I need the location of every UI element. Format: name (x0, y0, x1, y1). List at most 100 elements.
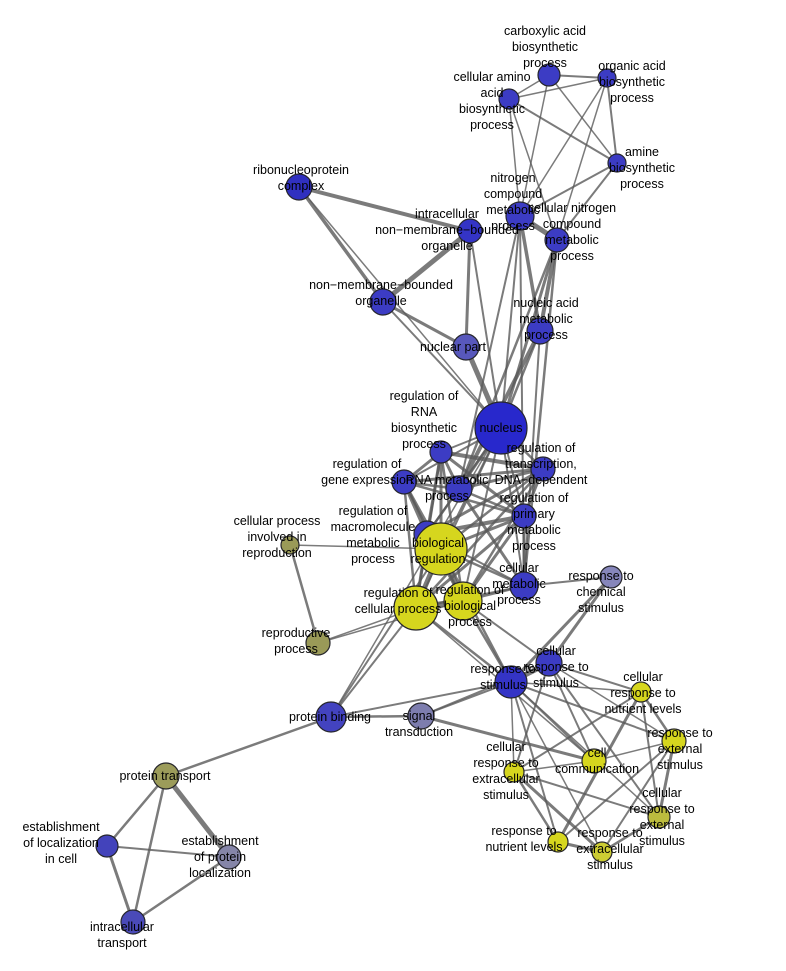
edge-rrb-rtx (439, 450, 545, 471)
edge-cre-rxc (512, 770, 604, 854)
edge-pbd-rst (330, 681, 512, 718)
edge-carb-ami (548, 74, 618, 164)
edge-ami-nit (519, 162, 618, 217)
node-biological-regulation[interactable] (414, 522, 468, 576)
edge-cpr-rpp (288, 543, 320, 645)
node-cellular-amino-acid-biosynthetic-process[interactable] (498, 88, 520, 110)
node-response-to-stimulus[interactable] (494, 665, 528, 699)
node-regulation-of-primary-metabolic-process[interactable] (511, 503, 537, 529)
edge-org-nit (519, 77, 608, 217)
node-carboxylic-acid-biosynthetic-process[interactable] (537, 63, 561, 87)
node-response-to-chemical-stimulus[interactable] (599, 565, 623, 589)
node-cellular-response-to-stimulus[interactable] (535, 649, 563, 677)
node-cellular-nitrogen-compound-metabolic-process[interactable] (544, 227, 570, 253)
node-regulation-of-biological-process[interactable] (443, 581, 483, 621)
label-protein-binding: protein binding (289, 710, 371, 724)
edge-nmb-npart (381, 300, 468, 349)
edge-cnc-nam (538, 238, 559, 333)
edge-ribo-nucleus (298, 186, 502, 429)
edge-pbd-rcp (330, 607, 417, 718)
node-response-to-extracellular-stimulus[interactable] (591, 841, 613, 863)
edge-rex-rxc (601, 740, 675, 853)
node-cell-communication[interactable] (581, 748, 607, 774)
edge-crs-rch (547, 575, 613, 665)
node-protein-binding[interactable] (315, 701, 347, 733)
node-signal-transduction[interactable] (407, 702, 435, 730)
node-response-to-nutrient-levels[interactable] (547, 831, 569, 853)
edge-pbd-bre (330, 548, 442, 718)
edge-rex-rnl (557, 740, 675, 843)
node-regulation-of-rna-biosynthetic-process[interactable] (429, 440, 453, 464)
node-organic-acid-biosynthetic-process[interactable] (597, 68, 617, 88)
node-regulation-of-gene-expression[interactable] (391, 469, 417, 495)
node-establishment-of-protein-localization[interactable] (216, 844, 242, 870)
edge-nit-rnam (458, 215, 521, 490)
edge-pbd-ptr (164, 715, 333, 778)
node-nitrogen-compound-metabolic-process[interactable] (505, 201, 535, 231)
node-regulation-of-cellular-process[interactable] (393, 585, 439, 631)
edge-carb-nit (519, 74, 550, 217)
edge-rst-rnl (510, 681, 559, 843)
node-cellular-response-to-extracellular-stimulus[interactable] (503, 761, 525, 783)
node-regulation-of-transcription-dna-dependent[interactable] (530, 456, 556, 482)
node-cellular-response-to-external-stimulus[interactable] (647, 805, 671, 829)
node-amine-biosynthetic-process[interactable] (607, 153, 627, 173)
node-establishment-of-localization-in-cell[interactable] (95, 834, 119, 858)
node-protein-transport[interactable] (152, 762, 180, 790)
edge-cam-nit (508, 98, 521, 217)
node-response-to-external-stimulus[interactable] (661, 728, 687, 754)
edge-org-cnc (556, 77, 608, 241)
node-nuclear-part[interactable] (452, 333, 480, 361)
edge-rnam-cmet (457, 487, 526, 588)
edge-crs-rex (548, 662, 675, 742)
edge-crn-cre (513, 691, 642, 773)
edge-inmb-nmb (380, 228, 473, 305)
edge-org-ami (606, 77, 618, 164)
edge-cre-rnl (512, 770, 560, 844)
edge-crs-cre (513, 662, 550, 773)
edge-rpp-rbp (317, 600, 464, 644)
node-cellular-response-to-nutrient-levels[interactable] (630, 681, 652, 703)
edge-epl-itr (131, 855, 231, 924)
node-reproductive-process[interactable] (305, 630, 331, 656)
edge-crs-ccm (548, 662, 595, 762)
edge-rst-crn (510, 681, 642, 693)
node-non-membrane-bounded-organelle[interactable] (369, 288, 397, 316)
edge-cnc-cmet (522, 238, 559, 588)
node-nucleic-acid-metabolic-process[interactable] (526, 317, 554, 345)
node-rna-metabolic-process[interactable] (445, 475, 473, 503)
label-nucleus: nucleus (479, 421, 522, 435)
node-intracellular-non-membrane-bounded-organelle[interactable] (457, 218, 483, 244)
node-cellular-process-involved-in-reproduction[interactable] (280, 535, 300, 555)
node-ribonucleoprotein-complex[interactable] (285, 173, 313, 201)
node-intracellular-transport[interactable] (120, 909, 146, 935)
edge-ami-cnc (556, 162, 618, 241)
edge-cam-cnc (508, 98, 558, 241)
edge-elc-epl (106, 845, 230, 858)
node-cellular-metabolic-process[interactable] (509, 571, 539, 601)
edge-cre-ccm (513, 760, 595, 773)
edge-rst-rxc (510, 681, 603, 853)
node-nucleus[interactable] (474, 401, 528, 455)
